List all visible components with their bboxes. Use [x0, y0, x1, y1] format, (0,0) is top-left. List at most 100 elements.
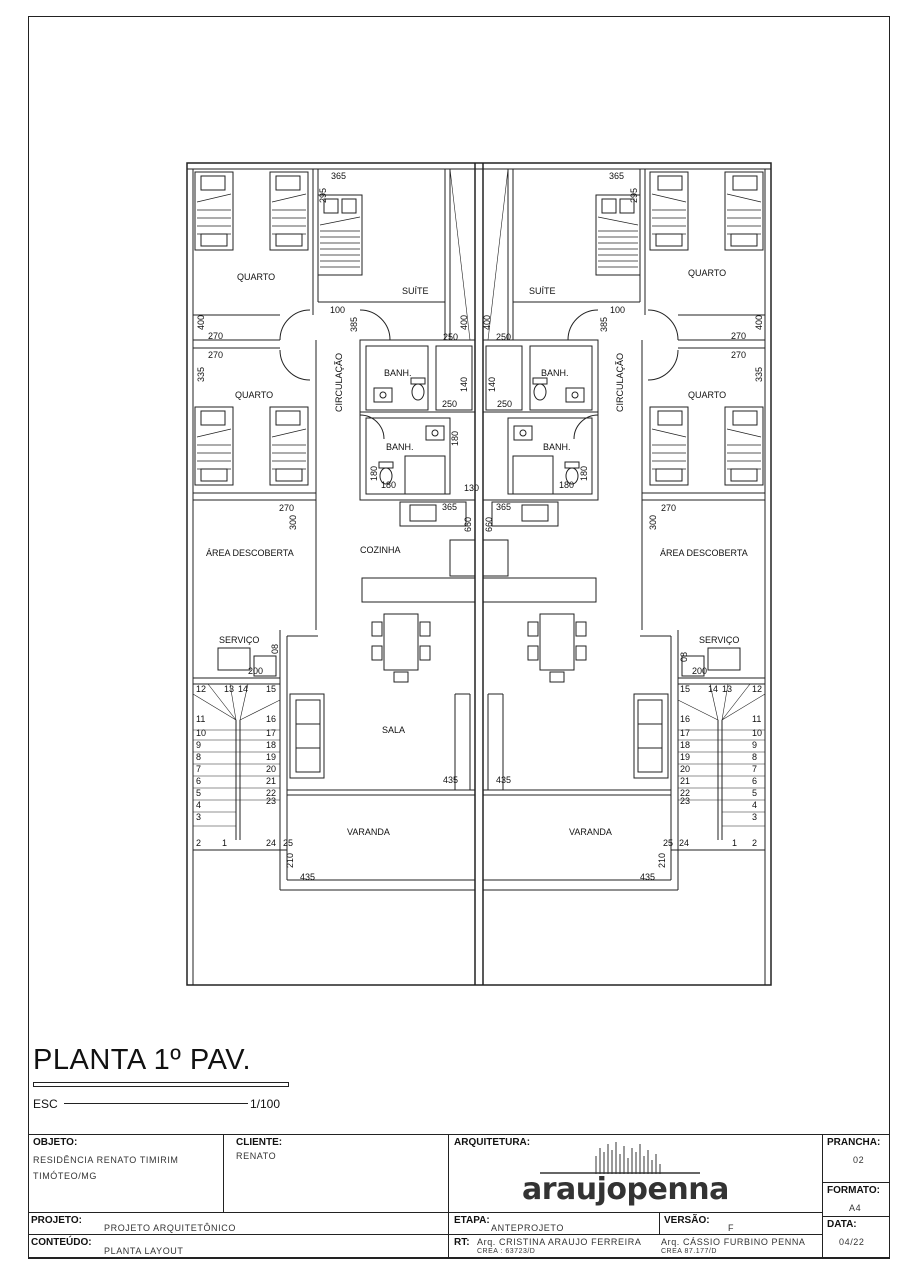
- stair-step-number: 17: [680, 728, 690, 738]
- projeto-value: PROJETO ARQUITETÔNICO: [104, 1223, 236, 1233]
- dimension-label: 295: [629, 188, 639, 203]
- dimension-label: 295: [318, 188, 328, 203]
- room-label-quarto: QUARTO: [688, 390, 726, 400]
- data-cell: DATA: 04/22: [823, 1217, 890, 1259]
- title-block: OBJETO: RESIDÊNCIA RENATO TIMIRIM TIMÓTE…: [28, 1134, 890, 1259]
- stair-step-number: 5: [752, 788, 757, 798]
- title-underline: [33, 1082, 289, 1087]
- dimension-label: 210: [285, 853, 295, 868]
- stair-step-number: 23: [680, 796, 690, 806]
- architect-logo: araujopenna: [522, 1172, 729, 1207]
- dimension-label: 270: [731, 331, 746, 341]
- stair-step-number: 2: [752, 838, 757, 848]
- projeto-label: PROJETO:: [31, 1215, 82, 1226]
- conteudo-cell: CONTEÚDO: PLANTA LAYOUT: [28, 1235, 449, 1259]
- etapa-value: ANTEPROJETO: [491, 1223, 564, 1233]
- cliente-cell: CLIENTE: RENATO: [224, 1135, 449, 1213]
- dimension-label: 180: [381, 480, 396, 490]
- room-label-quarto: QUARTO: [235, 390, 273, 400]
- dimension-label: 24: [679, 838, 689, 848]
- dimension-label: 08: [679, 652, 689, 662]
- floor-plan: QUARTO SUÍTE QUARTO BANH. BANH. ÁREA DES…: [186, 162, 772, 986]
- stair-step-number: 5: [196, 788, 201, 798]
- dimension-label: 400: [459, 315, 469, 330]
- stair-step-number: 9: [752, 740, 757, 750]
- dimension-label: 180: [579, 466, 589, 481]
- stair-step-number: 22: [266, 788, 276, 798]
- room-label-cozinha: COZINHA: [360, 545, 401, 555]
- room-label-area-descoberta: ÁREA DESCOBERTA: [660, 548, 748, 558]
- dimension-label: 25: [663, 838, 673, 848]
- logo-skyline-icon: [540, 1142, 700, 1174]
- dimension-label: 250: [497, 399, 512, 409]
- stair-step-number: 19: [680, 752, 690, 762]
- dimension-label: 300: [288, 515, 298, 530]
- stair-step-number: 6: [196, 776, 201, 786]
- objeto-line2: TIMÓTEO/MG: [33, 1171, 97, 1181]
- dimension-label: 250: [442, 399, 457, 409]
- scale-line: [64, 1103, 248, 1104]
- scale-value: 1/100: [250, 1097, 281, 1111]
- dimension-label: 365: [496, 502, 511, 512]
- dimension-label: 200: [692, 666, 707, 676]
- rt1-name: Arq. CRISTINA ARAUJO FERREIRA: [477, 1237, 642, 1247]
- stair-step-number: 11: [752, 714, 761, 724]
- drawing-sheet-border: [28, 16, 890, 1258]
- rt-label: RT:: [454, 1237, 470, 1248]
- drawing-title: PLANTA 1º PAV.: [33, 1044, 252, 1076]
- dimension-label: 08: [270, 644, 280, 654]
- dimension-label: 660: [484, 517, 494, 532]
- stair-step-number: 11: [196, 714, 205, 724]
- room-label-quarto: QUARTO: [237, 272, 275, 282]
- dimension-label: 400: [754, 315, 764, 330]
- stair-step-number: 15: [266, 684, 276, 694]
- stair-step-number: 19: [266, 752, 276, 762]
- dimension-label: 250: [443, 332, 458, 342]
- stair-step-number: 8: [752, 752, 757, 762]
- dimension-label: 180: [369, 466, 379, 481]
- stair-step-number: 18: [680, 740, 690, 750]
- stair-step-number: 23: [266, 796, 276, 806]
- dimension-label: 140: [459, 377, 469, 392]
- stair-step-number: 20: [680, 764, 690, 774]
- dimension-label: 365: [442, 502, 457, 512]
- stair-step-number: 10: [196, 728, 206, 738]
- room-label-varanda: VARANDA: [347, 827, 390, 837]
- dimension-label: 24: [266, 838, 276, 848]
- dimension-label: 100: [330, 305, 345, 315]
- room-label-area-descoberta: ÁREA DESCOBERTA: [206, 548, 294, 558]
- rt1-crea: CREA : 63723/D: [477, 1248, 536, 1255]
- room-label-banheiro: BANH.: [386, 442, 414, 452]
- stair-step-number: 16: [680, 714, 690, 724]
- stair-step-number: 22: [680, 788, 690, 798]
- objeto-cell: OBJETO: RESIDÊNCIA RENATO TIMIRIM TIMÓTE…: [28, 1135, 224, 1213]
- stair-step-number: 20: [266, 764, 276, 774]
- dimension-label: 300: [648, 515, 658, 530]
- projeto-cell: PROJETO: PROJETO ARQUITETÔNICO: [28, 1213, 449, 1235]
- dimension-label: 250: [496, 332, 511, 342]
- dimension-label: 140: [487, 377, 497, 392]
- dimension-label: 100: [610, 305, 625, 315]
- room-label-banheiro: BANH.: [543, 442, 571, 452]
- room-label-servico: SERVIÇO: [699, 635, 739, 645]
- dimension-label: 435: [496, 775, 511, 785]
- stair-step-number: 7: [196, 764, 201, 774]
- rt2-crea: CREA 87.177/D: [661, 1248, 717, 1255]
- dimension-label: 435: [300, 872, 315, 882]
- dimension-label: 270: [208, 331, 223, 341]
- dimension-label: 210: [657, 853, 667, 868]
- cliente-label: CLIENTE:: [236, 1137, 283, 1148]
- objeto-line1: RESIDÊNCIA RENATO TIMIRIM: [33, 1155, 179, 1165]
- rt-cell: RT: Arq. CRISTINA ARAUJO FERREIRA CREA :…: [449, 1235, 823, 1259]
- stair-step-number: 10: [752, 728, 762, 738]
- room-label-suite: SUÍTE: [529, 286, 556, 296]
- room-label-circulacao: CIRCULAÇÃO: [615, 353, 625, 412]
- scale-label: ESC: [33, 1097, 58, 1111]
- room-label-banheiro: BANH.: [384, 368, 412, 378]
- dimension-label: 270: [731, 350, 746, 360]
- prancha-value: 02: [853, 1155, 865, 1165]
- dimension-label: 180: [450, 431, 460, 446]
- stair-step-number: 8: [196, 752, 201, 762]
- stair-step-number: 3: [752, 812, 757, 822]
- dimension-label: 660: [463, 517, 473, 532]
